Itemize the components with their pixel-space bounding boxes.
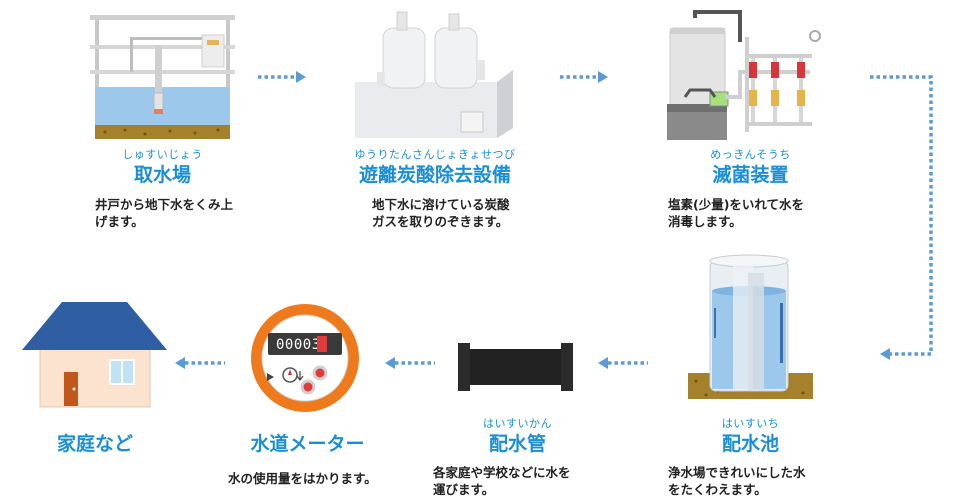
reservoir-illustration <box>688 254 813 399</box>
pipe-ruby: はいすいかん <box>483 417 552 430</box>
water-pipe-illustration <box>458 343 573 391</box>
reservoir-ruby: はいすいち <box>721 417 780 430</box>
disinfection-ruby: めっきんそうち <box>710 148 791 161</box>
degas-description: 地下水に溶けている炭酸ガスを取りのぞきます。 <box>372 197 510 229</box>
degas-ruby: ゆうりたんさんじょきょせつび <box>354 148 516 161</box>
intake-title: 取水場 <box>133 164 191 186</box>
arrow-reservoir-to-pipe <box>598 357 648 369</box>
arrow-degas-to-disinfection <box>560 71 608 83</box>
pipe-description: 各家庭や学校などに水を運びます。 <box>433 465 571 497</box>
disinfection-title: 滅菌装置 <box>712 164 789 186</box>
meter-title: 水道メーター <box>250 433 365 455</box>
arrow-intake-to-degas <box>258 71 306 83</box>
degas-tanks-illustration <box>355 11 513 138</box>
pipe-title: 配水管 <box>488 433 546 455</box>
meter-description: 水の使用量をはかります。 <box>228 471 377 486</box>
reservoir-title: 配水池 <box>721 433 779 455</box>
water-meter-illustration <box>251 304 359 412</box>
meter-counter-digit-red <box>317 336 327 352</box>
arrow-pipe-to-meter <box>385 357 435 369</box>
disinfection-description: 塩素(少量)をいれて水を消毒します。 <box>668 197 805 229</box>
home-title: 家庭など <box>56 433 133 455</box>
house-illustration <box>22 302 167 408</box>
degas-title: 遊離炭酸除去設備 <box>358 164 511 186</box>
arrow-meter-to-home <box>175 357 225 369</box>
reservoir-description: 浄水場できれいにした水をたくわえます。 <box>668 465 806 497</box>
arrow-disinfection-to-reservoir <box>870 75 933 360</box>
disinfection-unit-illustration <box>667 10 821 140</box>
meter-counter-display: 00003 <box>276 337 321 353</box>
well-intake-illustration <box>90 15 235 139</box>
intake-description: 井戸から地下水をくみ上げます。 <box>95 197 234 229</box>
intake-ruby: しゅすいじょう <box>122 148 203 161</box>
